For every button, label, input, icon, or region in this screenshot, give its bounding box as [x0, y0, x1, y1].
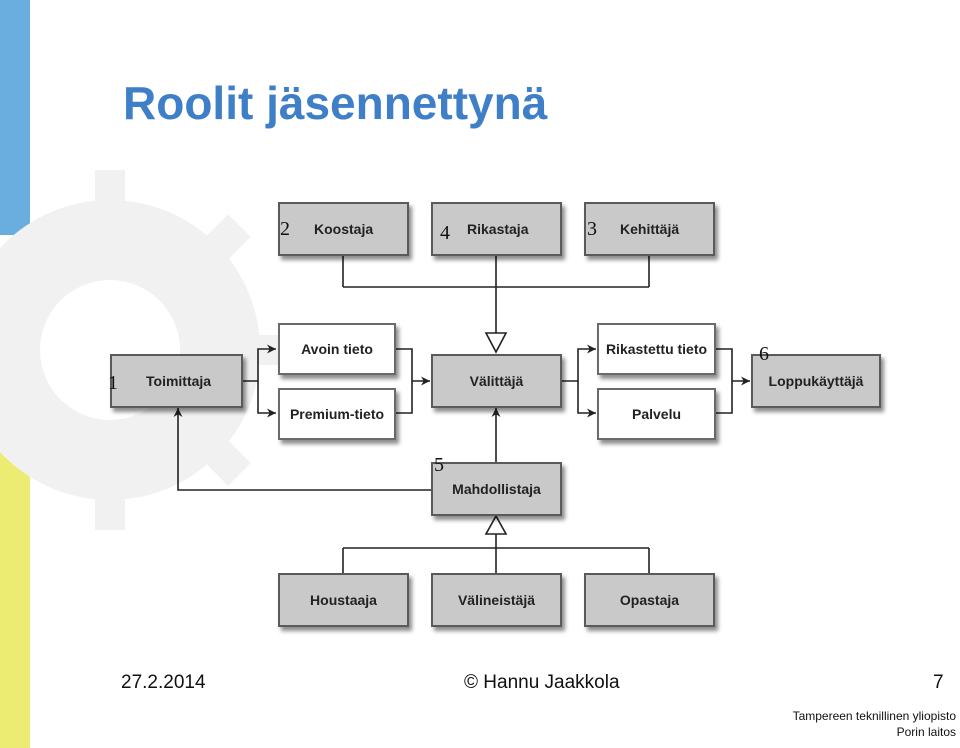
box-palvelu: Palvelu [597, 388, 716, 440]
number-kehittaja: 3 [587, 218, 597, 240]
number-mahdollistaja: 5 [434, 454, 444, 476]
arrow-services-loppukayttaja [716, 348, 750, 414]
footer-page-number: 7 [933, 672, 944, 693]
arrow-data-valittaja [396, 348, 430, 414]
slide-title: Roolit jäsennettynä [123, 77, 548, 129]
arrow-toimittaja-premium [257, 381, 276, 418]
box-opastaja: Opastaja [584, 573, 715, 627]
arrow-valittaja-palvelu [577, 381, 596, 418]
box-kehittaja: Kehittäjä [584, 202, 715, 256]
generalization-triangle-valittaja [484, 332, 508, 354]
footer-date: 27.2.2014 [121, 672, 206, 693]
box-rikastaja: Rikastaja [431, 202, 562, 256]
box-koostaja: Koostaja [278, 202, 409, 256]
box-valittaja: Välittäjä [431, 354, 562, 408]
number-rikastaja: 4 [440, 222, 450, 244]
box-mahdollistaja: Mahdollistaja [431, 462, 562, 516]
number-loppukayttaja: 6 [759, 343, 769, 365]
box-avoin-tieto: Avoin tieto [278, 323, 396, 375]
arrow-mahdollistaja-toimittaja [173, 408, 431, 491]
box-toimittaja: Toimittaja [110, 354, 243, 408]
number-koostaja: 2 [280, 218, 290, 240]
box-houstaaja: Houstaaja [278, 573, 409, 627]
arrow-toimittaja-avoin [243, 344, 276, 382]
left-stripe-blue [0, 0, 30, 235]
footer-institution: Tampereen teknillinen yliopisto [792, 709, 956, 723]
arrow-valittaja-rikastettu [562, 344, 596, 382]
number-toimittaja: 1 [108, 372, 118, 394]
generalization-triangle-mahdollistaja [484, 514, 508, 535]
footer-author: © Hannu Jaakkola [464, 672, 620, 693]
box-rikastettu-tieto: Rikastettu tieto [597, 323, 716, 375]
box-premium-tieto: Premium-tieto [278, 388, 396, 440]
footer-department: Porin laitos [896, 725, 956, 739]
box-valineistaja: Välineistäjä [431, 573, 562, 627]
box-loppukayttaja: Loppukäyttäjä [751, 354, 881, 408]
